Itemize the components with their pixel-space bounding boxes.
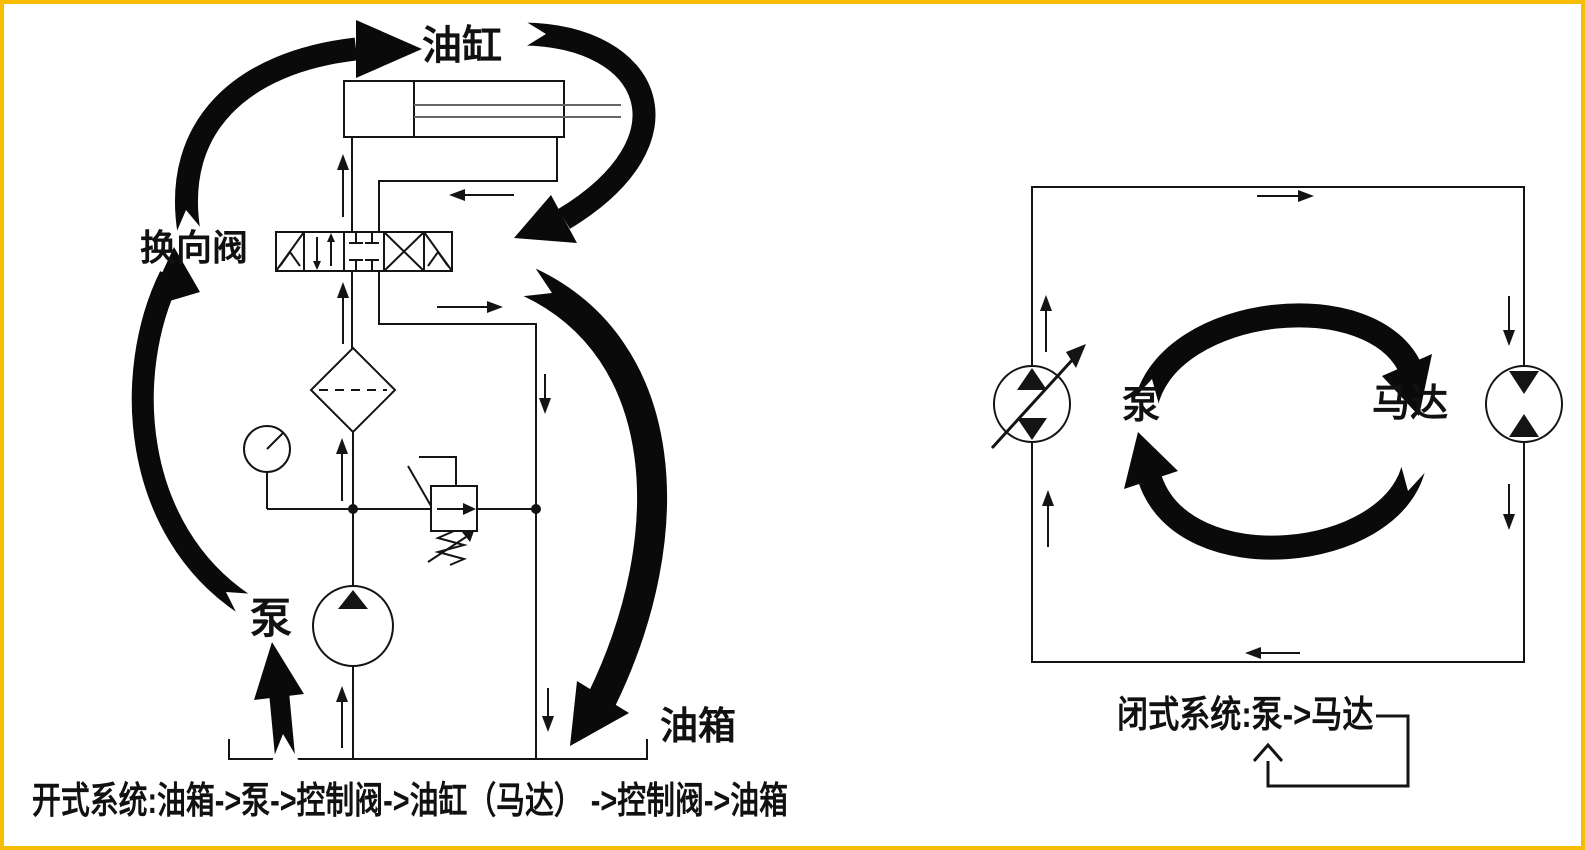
flow-direction-arrows-closed (1040, 190, 1515, 659)
caption-open-system: 开式系统:油箱->泵->控制阀->油缸（马达） ->控制阀->油箱 (32, 782, 1001, 819)
flow-arc-pump-to-valve (131, 247, 255, 618)
flow-arc-valve-to-tank (516, 263, 667, 746)
pressure-gauge-symbol (243, 425, 291, 473)
directional-valve-symbol (275, 231, 453, 272)
caption-closed-system-text: 闭式系统:泵->马达 (1117, 694, 1374, 735)
pipe-lines (266, 137, 558, 759)
rotation-arc-bottom (1124, 432, 1431, 560)
pump-symbol (312, 585, 394, 667)
flow-arrow-tank-to-pump (254, 642, 304, 764)
label-directional-valve: 换向阀 (140, 227, 249, 268)
flow-arc-cylinder-return (514, 18, 656, 243)
label-pump-closed: 泵 (1122, 385, 1161, 427)
filter-symbol (309, 346, 397, 434)
label-motor: 马达 (1372, 383, 1449, 425)
motor-symbol (1485, 365, 1563, 443)
flow-arc-valve-to-cylinder (174, 20, 422, 238)
rotation-arc-top (1129, 303, 1432, 416)
label-cylinder: 油缸 (422, 24, 502, 68)
relief-valve-symbol (407, 456, 478, 566)
variable-pump-symbol (990, 344, 1086, 450)
label-tank: 油箱 (660, 706, 737, 748)
loop-back-line (1252, 714, 1410, 788)
label-pump-open: 泵 (250, 595, 293, 642)
flow-direction-arrows-open (336, 154, 554, 748)
caption-closed-system: 闭式系统:泵->马达 (1117, 696, 1422, 733)
diagram-artwork (131, 18, 1563, 788)
closed-loop-pipes (1031, 186, 1525, 663)
cylinder-symbol (343, 80, 621, 138)
caption-open-system-text: 开式系统:油箱->泵->控制阀->油缸（马达） ->控制阀->油箱 (32, 780, 789, 821)
tank-symbol (228, 739, 648, 760)
